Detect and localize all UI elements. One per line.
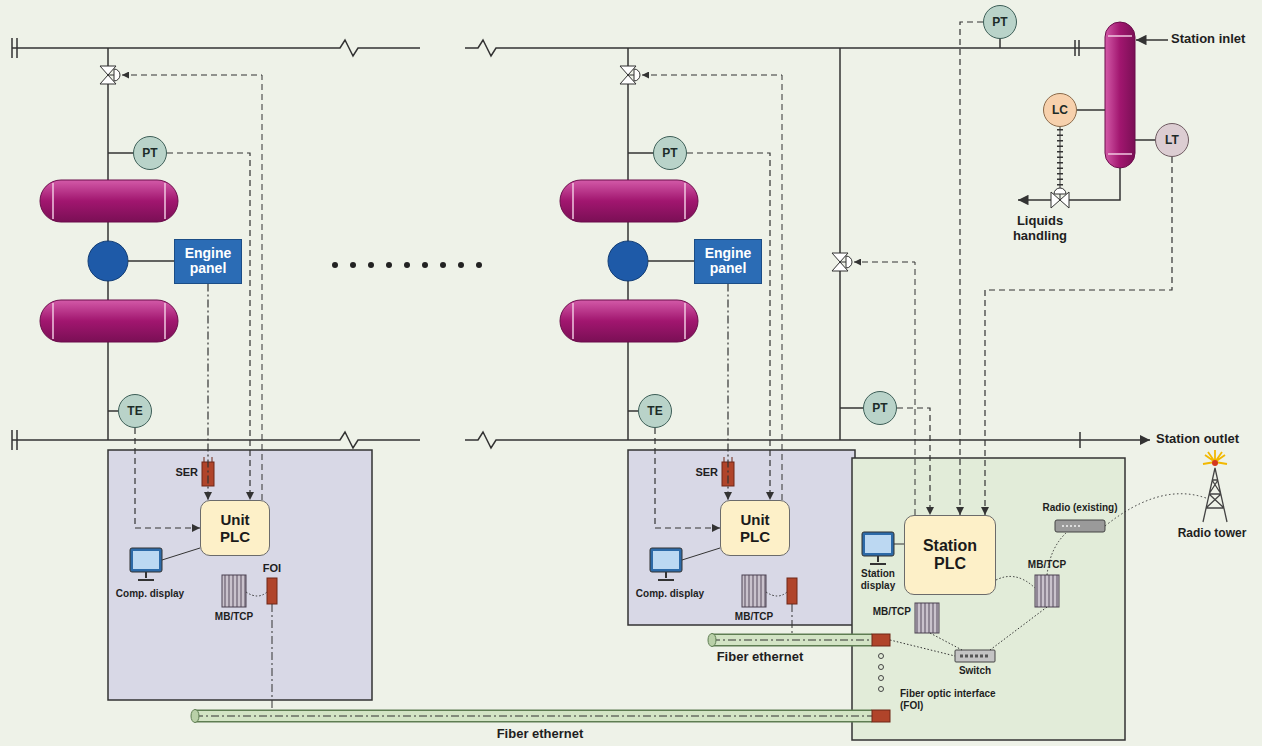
flow-label: Station inlet: [1171, 32, 1261, 47]
node-text: PT: [992, 15, 1007, 29]
valve-actuator: [840, 256, 852, 268]
node-text: Unit PLC: [727, 511, 783, 546]
signal-line: [960, 22, 983, 515]
radio-link: [1105, 494, 1206, 526]
instrument-stub: [1077, 109, 1105, 111]
liquids-arrow: [1018, 199, 1051, 201]
radio-tower-icon: [1203, 468, 1227, 522]
modbus-module-icon: [915, 603, 939, 633]
device-label: Station display: [851, 568, 905, 591]
node-text: Engine panel: [181, 246, 235, 277]
node-text: PT: [872, 401, 887, 415]
module-link: [996, 576, 1035, 588]
flow-label: Liquids handling: [1000, 214, 1080, 244]
compressor-unit: [40, 48, 277, 607]
device-label: Radio (existing): [1036, 502, 1124, 514]
engine-panel: Engine panel: [174, 239, 242, 284]
display-screen: [865, 535, 891, 553]
temperature-element: TE: [638, 394, 672, 428]
fiber-cable: [708, 634, 872, 647]
unit-plc: Unit PLC: [720, 500, 790, 556]
compressor-unit: [560, 48, 797, 607]
cable-label: Fiber ethernet: [480, 727, 600, 742]
node-text: TE: [647, 404, 662, 418]
switch-icon: [955, 650, 995, 662]
inlet-arrow: [1136, 39, 1168, 41]
level-control-hatch: [1057, 129, 1063, 186]
cable-label: Fiber ethernet: [705, 650, 815, 665]
suction-header: [12, 40, 1105, 56]
discharge-header: [12, 432, 1150, 448]
node-text: PT: [142, 146, 157, 160]
fiber-drop: [792, 604, 793, 633]
fiber-interface-icon: [872, 710, 890, 722]
level-controller: LC: [1043, 93, 1077, 127]
level-transmitter: LT: [1155, 123, 1189, 157]
node-text: LC: [1052, 103, 1068, 117]
level-control-signal: [1060, 127, 1061, 188]
device-label: Comp. display: [110, 588, 190, 600]
fiber-cable: [191, 710, 872, 723]
signal-line: [207, 284, 208, 501]
instrument-stub: [1135, 139, 1155, 141]
signal-line: [727, 284, 728, 501]
device-label: Comp. display: [630, 588, 710, 600]
pressure-transmitter: PT: [983, 5, 1017, 39]
device-label: MB/TCP: [861, 606, 911, 618]
device-label: MB/TCP: [1022, 559, 1072, 571]
pressure-transmitter: PT: [653, 136, 687, 170]
display-icon: [862, 532, 894, 556]
display-cable: [894, 544, 904, 545]
switch-links: [890, 607, 1047, 656]
control-signal-line: [854, 262, 915, 515]
signal-line: [135, 428, 200, 528]
station-panel: [852, 458, 1125, 740]
flange-marks: [12, 430, 1080, 450]
flow-label: Station outlet: [1156, 432, 1256, 447]
device-label: MB/TCP: [204, 611, 264, 623]
flange-marks: [12, 38, 1079, 58]
device-label: FOI: [257, 562, 287, 575]
modbus-module-icon: [1035, 575, 1059, 607]
display-stand: [870, 556, 886, 564]
vessel-seam: [1108, 36, 1132, 154]
bypass-pipe: [839, 48, 841, 440]
inlet-separator: [1105, 22, 1135, 168]
temperature-element: TE: [118, 394, 152, 428]
node-text: Station PLC: [911, 537, 989, 574]
device-label: Fiber optic interface (FOI): [900, 688, 1010, 711]
more-interfaces-dots: [879, 654, 884, 692]
radio-lights: [1062, 525, 1080, 527]
valve-actuator: [1054, 188, 1066, 200]
liquids-pipe: [1069, 168, 1120, 200]
pressure-transmitter: PT: [863, 391, 897, 425]
station-plc: Station PLC: [904, 515, 996, 595]
engine-panel: Engine panel: [694, 239, 762, 284]
signal-line: [167, 153, 250, 500]
node-text: LT: [1165, 133, 1179, 147]
signal-line: [897, 408, 930, 515]
node-text: Engine panel: [701, 246, 755, 277]
node-text: TE: [127, 404, 142, 418]
node-text: Unit PLC: [207, 511, 263, 546]
unit-plc: Unit PLC: [200, 500, 270, 556]
instrument-stub: [999, 38, 1001, 48]
node-text: PT: [662, 146, 677, 160]
tower-beacon: [1212, 460, 1218, 466]
fiber-drop: [272, 604, 273, 709]
device-label: Radio tower: [1170, 527, 1254, 541]
fiber-interface-icon: [872, 634, 890, 646]
instrument-stub: [840, 407, 863, 409]
signal-line: [687, 153, 770, 500]
device-label: SER: [678, 466, 718, 479]
signal-line: [985, 157, 1172, 515]
pressure-transmitter: PT: [133, 136, 167, 170]
switch-ports: [960, 655, 990, 658]
device-label: SER: [158, 466, 198, 479]
more-units-dots: [332, 262, 482, 268]
device-label: MB/TCP: [724, 611, 784, 623]
device-label: Switch: [950, 665, 1000, 677]
signal-line: [655, 428, 720, 528]
radio-icon: [1055, 520, 1105, 532]
